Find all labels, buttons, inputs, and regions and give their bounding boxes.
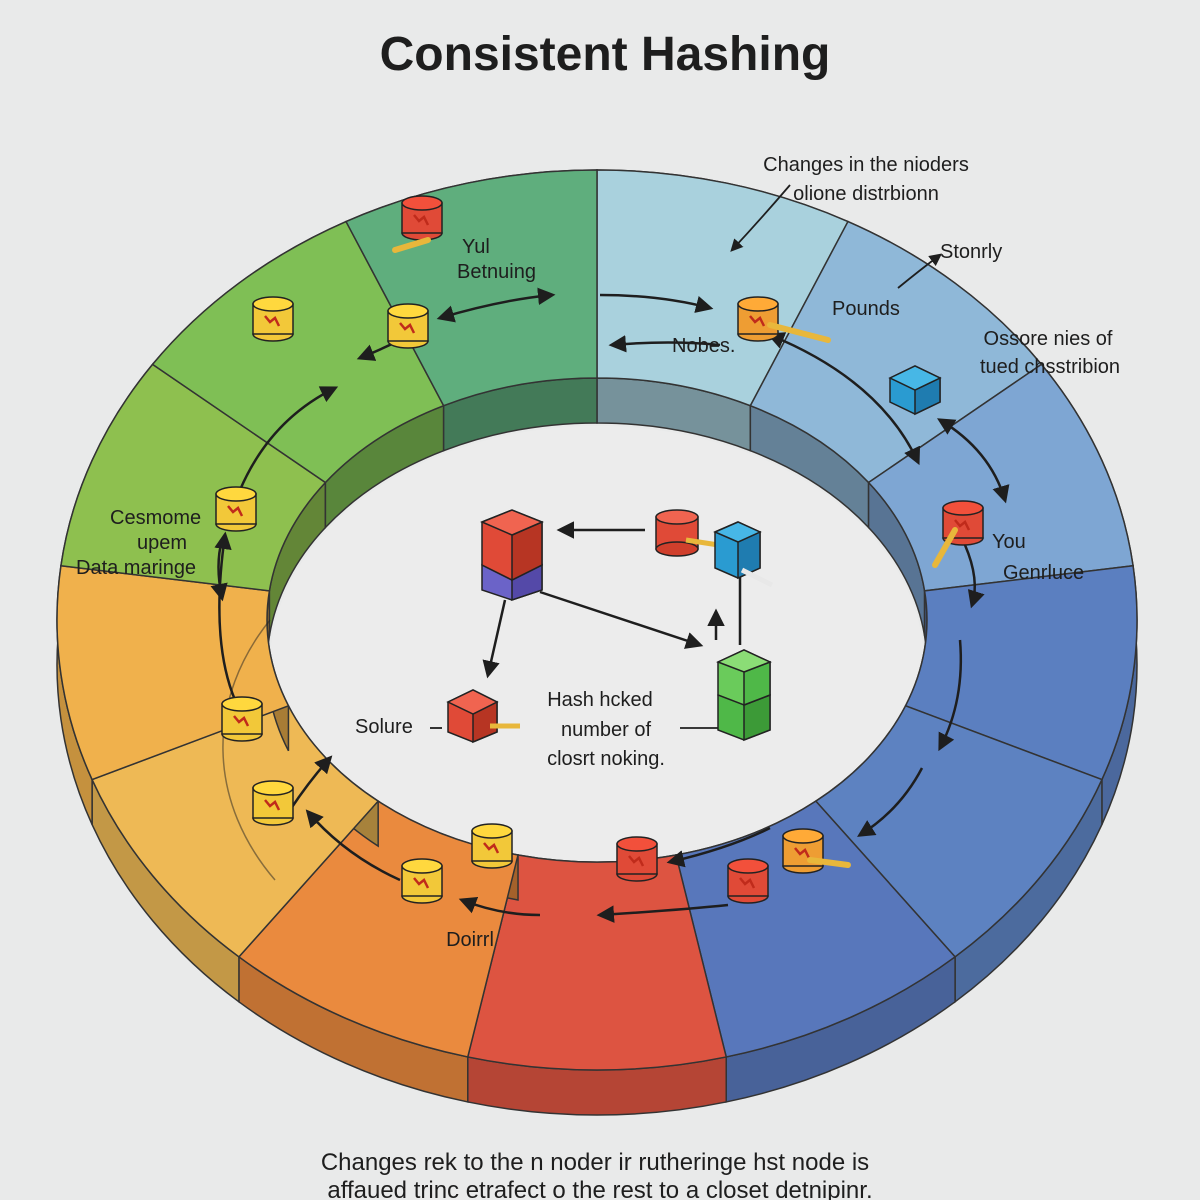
center-arrows [482,521,742,724]
ring-inner-shadow [222,619,276,881]
arrow-blue-you [936,418,1010,504]
annotation-betnuing: Betnuing [457,261,536,283]
annotation-nobes: Nobes. [672,335,735,357]
annotation-stonrly: Stonrly [940,241,1002,263]
annotation-you: You [992,531,1026,553]
ring-arrows [210,287,1010,923]
blue-cube [713,521,774,588]
leader-stonrly [897,253,943,289]
annotation-doirrl: Doirrl [446,929,494,951]
annotation-genrluce: Genrluce [1003,562,1084,584]
arrow-data-maringe [210,539,228,602]
annotation-ossore-line2: tued chsstribion [980,356,1120,378]
solure-cube [446,689,520,744]
arrow-bottom [596,903,729,923]
annotation-changes-line2: olione distrbionn [793,183,939,205]
annotations: Changes in the nioders olione distrbionn… [76,154,1120,951]
annotation-changes-line1: Changes in the nioders [763,154,969,176]
arrow-doirrl [458,896,541,917]
arrow-you-down [963,544,985,609]
footer-line1: Changes rek to the n noder ir rutheringe… [321,1149,869,1176]
arrow-nobes [608,335,721,353]
annotation-data-maringe: Data maringe [76,557,196,579]
arrow-betnuing [436,287,556,323]
key-icon [740,567,774,588]
key-icon [807,857,851,868]
key-icon [767,322,831,343]
footer-line2: affaued trinc etrafect o the rest to a c… [327,1177,872,1200]
annotation-solure: Solure [355,716,413,738]
node-drum [221,696,263,742]
key-icon [392,237,431,253]
leader-changes [730,184,791,252]
annotation-hash-line2: number of [561,719,651,741]
annotation-yul: Yul [462,236,490,258]
node-drum [471,823,513,869]
node-drum [727,858,769,904]
node-drum [401,858,443,904]
arrow-pounds-blue [766,332,921,466]
arrow-left-up [214,531,237,701]
node-drum [215,486,257,532]
green-cube [716,649,772,742]
arrow-left-upper [238,386,339,491]
ring-nodes [215,195,984,904]
annotation-ossore-line1: Ossore nies of [984,328,1113,350]
page-title: Consistent Hashing [380,28,831,81]
node-drum [942,500,984,546]
arrow-right-down [938,639,963,752]
ring-blue-cube [888,365,942,416]
node-drum [782,828,824,874]
node-drum [387,303,429,349]
key-icon [932,527,958,568]
arrow-center-diag [539,590,704,649]
arrow-lower-right [857,767,924,837]
center-node-graph [446,509,774,744]
node-drum [401,195,443,241]
arrow-lower-left [305,809,401,882]
annotation-upem: upem [137,532,187,554]
node-drum [252,296,294,342]
annotation-hash-line1: Hash hcked [547,689,653,711]
annotation-pounds: Pounds [832,298,900,320]
arrow-to-pounds [599,293,714,313]
stacked-cube [480,509,544,602]
node-drum [737,296,779,342]
annotation-cesmome: Cesmome [110,507,201,529]
annotation-hash-line3: closrt noking. [547,748,665,770]
node-drum [252,780,294,826]
node-drum [616,836,658,882]
arrow-bottom-right [666,826,771,868]
arrow-center-down [482,599,507,679]
cylinder-node [655,509,726,557]
